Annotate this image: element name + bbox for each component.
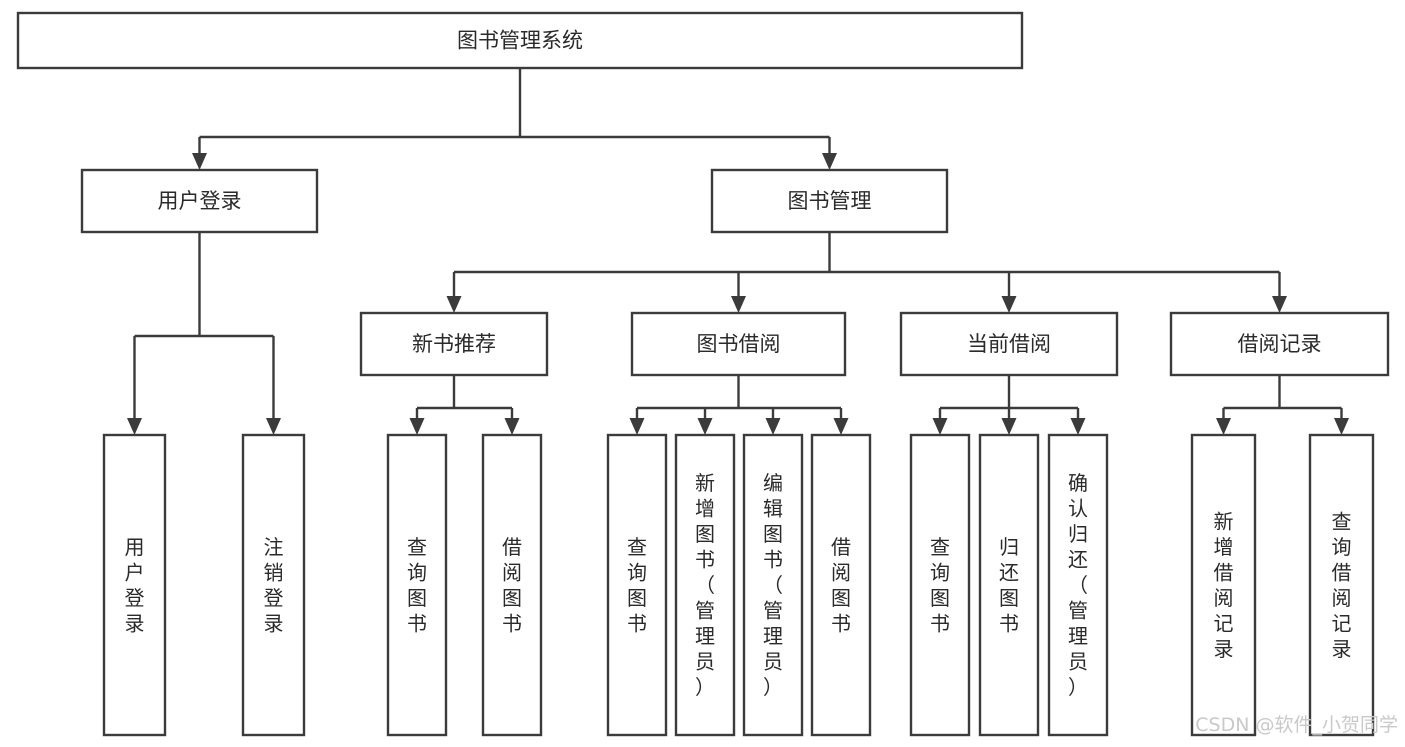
book-borrow-node-label: 图书借阅: [697, 332, 781, 356]
leaf-label: 借阅图书: [831, 535, 851, 636]
leaf-leaf-edit-book[interactable]: 编辑图书（管理员）: [742, 433, 804, 737]
book-borrow-to-leaf-add-book-arrowhead: [697, 418, 713, 435]
new-book-recommend-to-leaf-borrow-book-1-arrowhead: [504, 418, 520, 435]
leaf-label: 新增借阅记录: [1214, 509, 1234, 661]
leaf-rect: [1047, 433, 1109, 737]
leaf-leaf-user-login[interactable]: 用户登录: [102, 433, 167, 737]
leaf-leaf-query-book-2[interactable]: 查询图书: [606, 433, 668, 737]
leaf-rect: [674, 433, 736, 737]
bm-to-current-borrow-arrowhead: [1001, 296, 1017, 313]
leaf-leaf-add-book[interactable]: 新增图书（管理员）: [674, 433, 736, 737]
csdn-watermark: CSDN @软件_小贺同学: [1195, 714, 1398, 736]
leaf-leaf-query-book-3[interactable]: 查询图书: [909, 433, 971, 737]
current-borrow-to-leaf-return-book-arrowhead: [1001, 418, 1017, 435]
leaf-leaf-borrow-book-1[interactable]: 借阅图书: [481, 433, 543, 737]
leaf-rect: [909, 433, 971, 737]
leaf-rect: [978, 433, 1040, 737]
book-management-node-label: 图书管理: [788, 189, 872, 213]
book-management-node-rect: [710, 168, 949, 234]
current-borrow-node-rect: [899, 311, 1119, 377]
bm-to-book-borrow-arrowhead: [731, 296, 746, 313]
node-book-management[interactable]: 图书管理: [710, 168, 949, 234]
leaf-label: 注销登录: [264, 535, 284, 636]
node-current-borrow[interactable]: 当前借阅: [899, 311, 1119, 377]
current-borrow-to-leaf-confirm-return-arrowhead: [1070, 418, 1086, 435]
leaf-rect: [241, 433, 306, 737]
root-node-label: 图书管理系统: [457, 29, 583, 53]
node-boxes-layer: 图书管理系统用户登录图书管理用户登录注销登录新书推荐查询图书借阅图书图书借阅查询…: [16, 11, 1390, 737]
current-borrow-to-leaf-query-book-3-arrowhead: [932, 418, 948, 435]
node-root[interactable]: 图书管理系统: [16, 11, 1024, 70]
bm-to-new-book-recommend-arrowhead: [446, 296, 462, 313]
root-to-user-login-arrowhead: [192, 153, 207, 170]
bm-to-borrow-record-arrowhead: [1272, 296, 1287, 313]
leaf-rect: [386, 433, 448, 737]
borrow-record-node-label: 借阅记录: [1238, 332, 1322, 356]
leaf-label: 归还图书: [999, 535, 1019, 636]
leaf-label: 查询图书: [627, 535, 647, 636]
leaf-rect: [742, 433, 804, 737]
borrow-record-node-rect: [1169, 311, 1390, 377]
leaf-rect: [1190, 433, 1257, 737]
book-borrow-to-leaf-query-book-2-arrowhead: [629, 418, 645, 435]
leaf-label: 借阅图书: [502, 535, 522, 636]
user-login-to-leaf-user-login-arrowhead: [127, 418, 142, 435]
node-borrow-record[interactable]: 借阅记录: [1169, 311, 1390, 377]
leaf-leaf-confirm-return[interactable]: 确认归还（管理员）: [1047, 433, 1109, 737]
leaf-label: 查询图书: [407, 535, 427, 636]
leaf-label: 用户登录: [125, 535, 145, 636]
leaf-label: 确认归还（管理员）: [1068, 471, 1088, 699]
borrow-record-to-leaf-query-record-arrowhead: [1334, 418, 1349, 435]
leaf-label: 编辑图书（管理员）: [763, 471, 783, 699]
user-login-to-leaf-user-logout-arrowhead: [266, 418, 281, 435]
leaf-leaf-return-book[interactable]: 归还图书: [978, 433, 1040, 737]
root-to-book-management-arrowhead: [822, 153, 837, 170]
node-book-borrow[interactable]: 图书借阅: [630, 311, 847, 377]
new-book-recommend-to-leaf-query-book-1-arrowhead: [409, 418, 425, 435]
leaf-leaf-query-book-1[interactable]: 查询图书: [386, 433, 448, 737]
leaf-label: 查询图书: [930, 535, 950, 636]
book-borrow-to-leaf-edit-book-arrowhead: [765, 418, 781, 435]
leaf-rect: [102, 433, 167, 737]
leaf-rect: [606, 433, 668, 737]
leaf-label: 新增图书（管理员）: [695, 471, 715, 699]
current-borrow-node-label: 当前借阅: [967, 332, 1051, 356]
leaf-leaf-add-record[interactable]: 新增借阅记录: [1190, 433, 1257, 737]
node-user-login[interactable]: 用户登录: [80, 168, 319, 234]
borrow-record-to-leaf-add-record-arrowhead: [1216, 418, 1231, 435]
root-node-rect: [16, 11, 1024, 70]
user-login-node-rect: [80, 168, 319, 234]
connector-edges-layer: [127, 68, 1349, 435]
book-borrow-to-leaf-borrow-book-2-arrowhead: [833, 418, 849, 435]
new-book-recommend-node-label: 新书推荐: [412, 332, 496, 356]
leaf-leaf-query-record[interactable]: 查询借阅记录: [1308, 433, 1375, 737]
book-borrow-node-rect: [630, 311, 847, 377]
leaf-rect: [810, 433, 872, 737]
new-book-recommend-node-rect: [359, 311, 549, 377]
leaf-leaf-borrow-book-2[interactable]: 借阅图书: [810, 433, 872, 737]
user-login-node-label: 用户登录: [158, 189, 242, 213]
leaf-rect: [1308, 433, 1375, 737]
node-new-book-recommend[interactable]: 新书推荐: [359, 311, 549, 377]
leaf-leaf-user-logout[interactable]: 注销登录: [241, 433, 306, 737]
leaf-label: 查询借阅记录: [1332, 509, 1352, 661]
leaf-rect: [481, 433, 543, 737]
